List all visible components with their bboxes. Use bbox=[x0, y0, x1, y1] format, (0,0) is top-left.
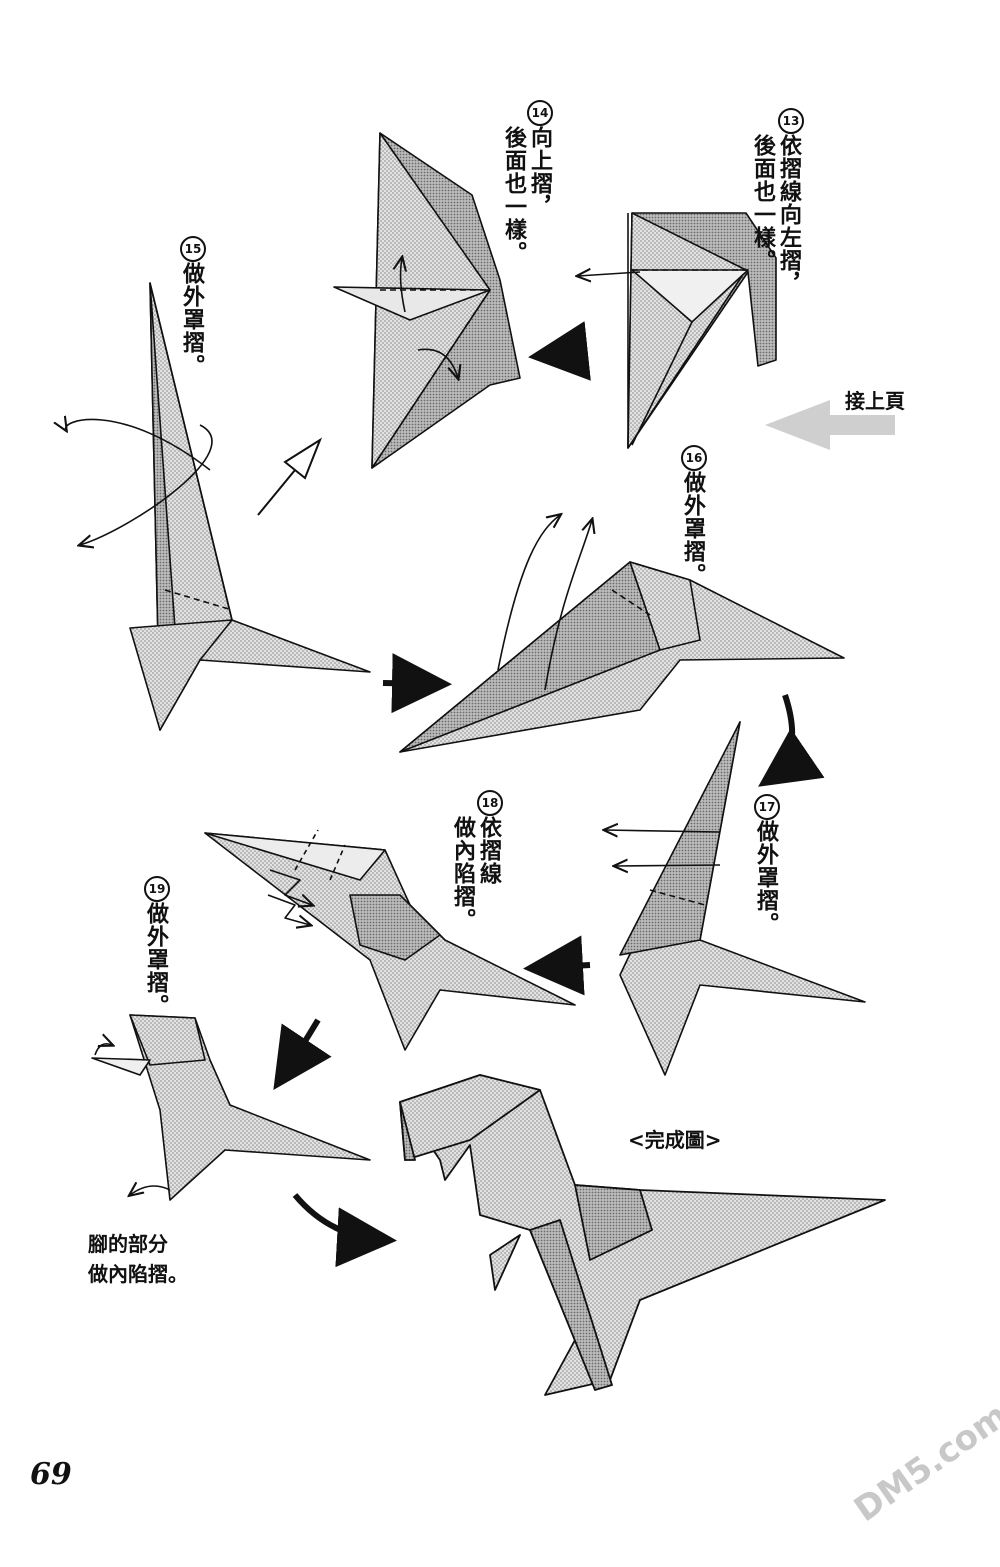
step-14-diagram bbox=[333, 132, 521, 469]
step-14-text-line1: 向上摺， bbox=[527, 126, 552, 218]
step-18-text-line1: 依摺線 bbox=[476, 816, 501, 885]
step-17-diagram bbox=[605, 721, 866, 1076]
finished-figure-label: <完成圖> bbox=[628, 1128, 722, 1152]
continue-arrow-icon bbox=[765, 400, 895, 450]
step-15-text: 做外罩摺。 bbox=[179, 262, 204, 377]
step-17-text: 做外罩摺。 bbox=[753, 820, 778, 935]
arrow-13-to-14 bbox=[528, 321, 591, 381]
continue-from-previous-page-label: 接上頁 bbox=[845, 389, 905, 413]
step-18-number: 18 bbox=[477, 790, 503, 816]
step-16-text: 做外罩摺。 bbox=[680, 471, 705, 586]
step-16-number: 16 bbox=[681, 445, 707, 471]
foot-note-line1: 腳的部分 bbox=[88, 1232, 168, 1256]
step-19-diagram bbox=[91, 1014, 371, 1201]
arrow-16-to-17 bbox=[758, 694, 825, 787]
page-number: 69 bbox=[30, 1457, 72, 1492]
step-15-diagram bbox=[66, 282, 371, 731]
arrow-18-to-19 bbox=[273, 1018, 332, 1090]
foot-note-line2: 做內陷摺。 bbox=[88, 1262, 188, 1286]
finished-dinosaur-diagram bbox=[399, 1074, 886, 1396]
step-13-diagram bbox=[578, 212, 777, 449]
step-16-diagram bbox=[399, 515, 845, 753]
step-13-text-line1: 依摺線向左摺， bbox=[776, 134, 801, 295]
step-13-number: 13 bbox=[778, 108, 804, 134]
arrow-15-to-16 bbox=[382, 653, 452, 714]
step-14-text-line2: 後面也一樣。 bbox=[501, 126, 526, 264]
step-13-text-line2: 後面也一樣。 bbox=[750, 134, 775, 272]
step-14-number: 14 bbox=[527, 100, 553, 126]
arrow-19-to-finished bbox=[292, 1193, 397, 1268]
arrow-17-to-18 bbox=[523, 935, 591, 996]
step-19-number: 19 bbox=[144, 876, 170, 902]
step-18-text-line2: 做內陷摺。 bbox=[450, 816, 475, 931]
arrow-14-to-15 bbox=[257, 437, 323, 516]
step-15-number: 15 bbox=[180, 236, 206, 262]
step-17-number: 17 bbox=[754, 794, 780, 820]
step-19-text: 做外罩摺。 bbox=[143, 902, 168, 1017]
step-18-diagram bbox=[204, 829, 576, 1051]
